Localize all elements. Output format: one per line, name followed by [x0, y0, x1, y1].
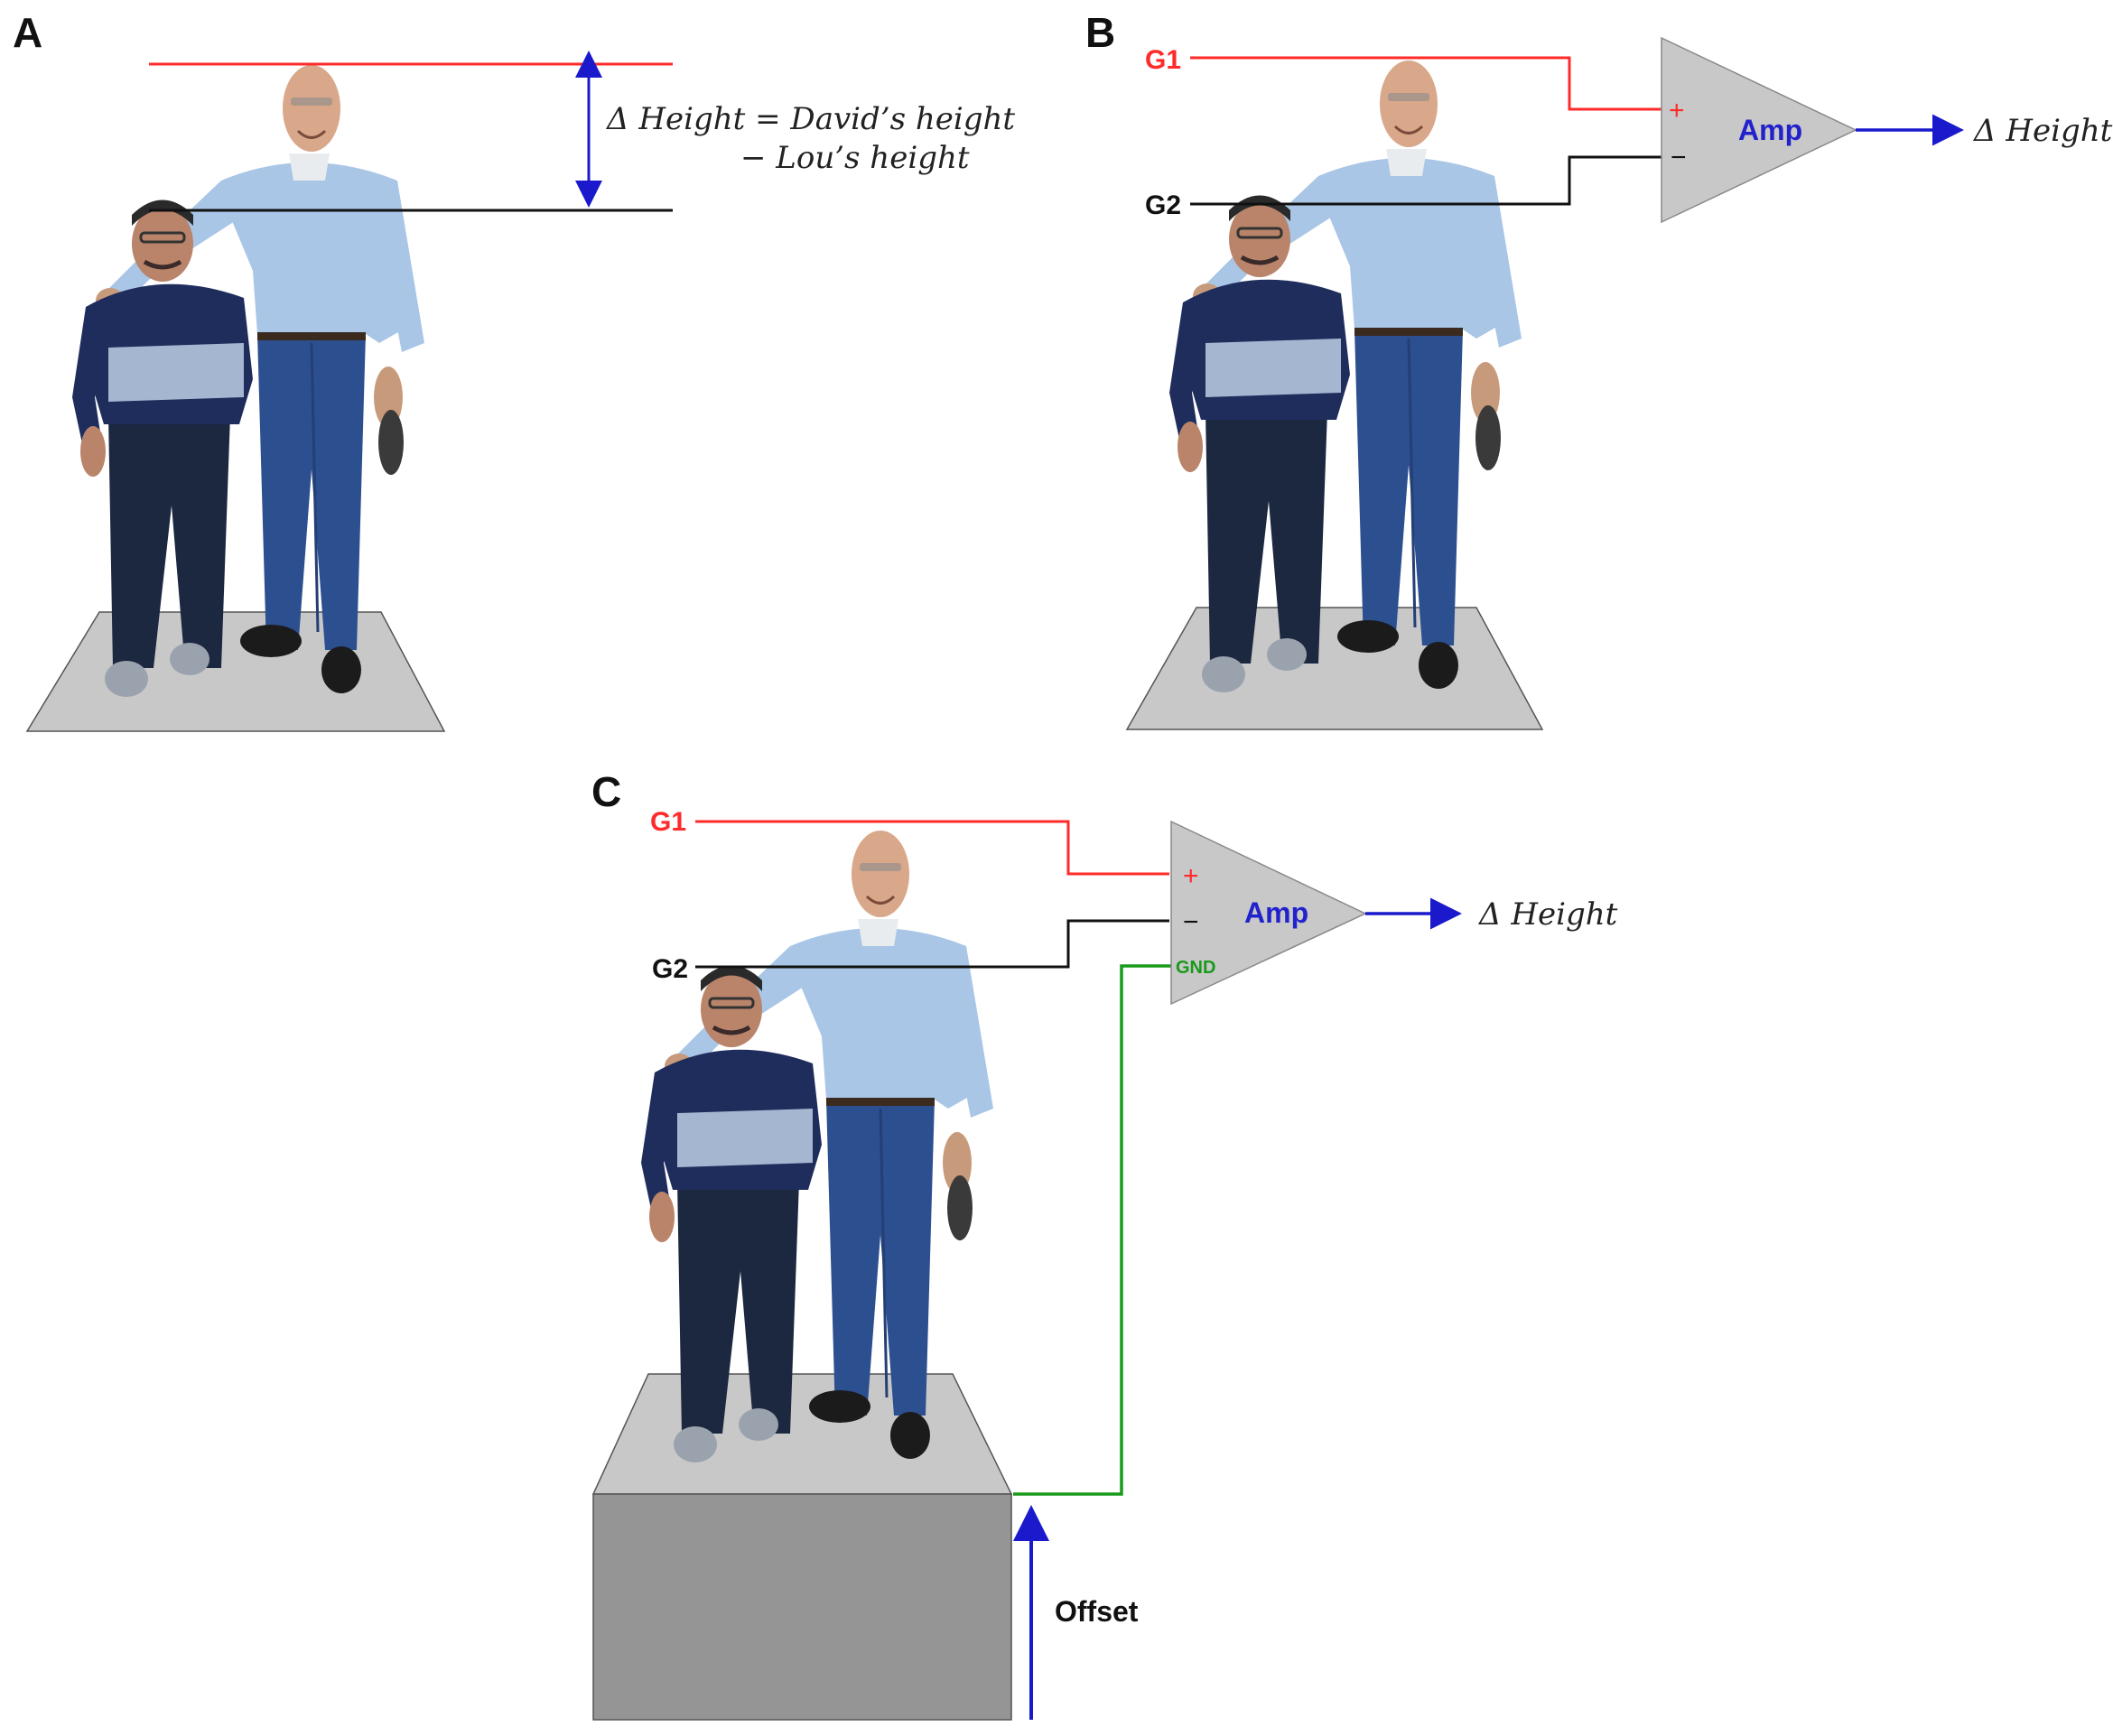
panel-c-output-label: Δ Height [1477, 896, 1618, 933]
panel-a-letter: A [13, 9, 42, 56]
panel-b-g2-label: G2 [1145, 190, 1181, 220]
panel-b-letter: B [1085, 9, 1115, 56]
panel-c-g1-label: G1 [650, 807, 686, 837]
panel-c-g2-label: G2 [652, 954, 688, 984]
panel-c-letter: C [591, 768, 621, 815]
panel-b: B G1 G2 + − Amp Δ Height [1085, 9, 2113, 730]
panel-a-people-photo [72, 65, 424, 697]
panel-c-people-photo [641, 831, 993, 1462]
panel-c-block-front [592, 1493, 1012, 1721]
panel-c-g1-wire [695, 820, 1169, 876]
panel-c-offset-label: Offset [1055, 1595, 1139, 1628]
panel-c-gnd-wire [1013, 964, 1172, 1496]
panel-b-people-photo [1169, 60, 1522, 692]
panel-a-platform [25, 611, 446, 732]
panel-b-g1-label: G1 [1145, 45, 1181, 75]
panel-c-g2-wire [695, 919, 1169, 969]
panel-c-gnd-label: GND [1176, 958, 1215, 978]
panel-b-amp-label: Amp [1738, 114, 1802, 146]
panel-a-equation-line2: − Lou’s height [740, 140, 970, 176]
panel-a-equation-line1: Δ Height = David’s height [605, 101, 1015, 137]
panel-b-amplifier [1661, 36, 1857, 224]
panel-c-block-top [591, 1373, 1013, 1495]
panel-c-minus-label: − [1183, 907, 1199, 937]
panel-b-output-label: Δ Height [1972, 113, 2113, 149]
panel-c-plus-label: + [1183, 861, 1199, 891]
panel-b-plus-label: + [1669, 96, 1685, 125]
panel-c: C G1 G2 + − GND Amp Δ Height Offset [591, 768, 1618, 1721]
panel-b-minus-label: − [1671, 143, 1687, 172]
panel-b-platform [1125, 607, 1544, 730]
panel-c-amp-label: Amp [1244, 896, 1308, 929]
panel-c-amplifier [1170, 820, 1367, 1006]
panel-b-g2-wire [1190, 155, 1666, 206]
panel-b-g1-wire [1190, 56, 1666, 111]
panel-a: A Δ Height = David’s height − Lou’s heig… [13, 9, 1015, 732]
